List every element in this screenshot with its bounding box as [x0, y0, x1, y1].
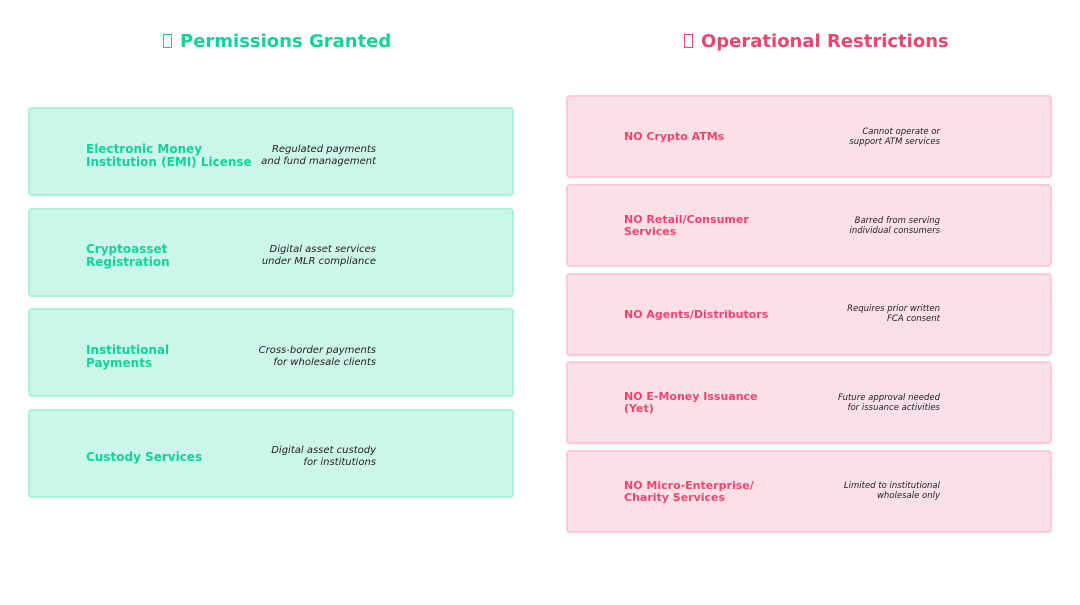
restriction-title: NO Crypto ATMs [624, 130, 725, 143]
restriction-card-retail-consumer: NO Retail/Consumer Services Barred from … [566, 184, 1052, 267]
permission-description: Digital asset services under MLR complia… [261, 244, 376, 267]
restriction-title: NO Agents/Distributors [624, 308, 769, 321]
restriction-card-agents-distributors: NO Agents/Distributors Requires prior wr… [566, 273, 1052, 356]
permission-title: Custody Services [86, 450, 203, 464]
permission-card-emi-license: Electronic Money Institution (EMI) Licen… [28, 107, 514, 196]
permission-card-cryptoasset-registration: Cryptoasset Registration Digital asset s… [28, 208, 514, 297]
permission-title: Electronic Money Institution (EMI) Licen… [86, 142, 252, 169]
heading-text: Permissions Granted [180, 31, 392, 52]
restriction-description: Limited to institutional wholesale only [843, 481, 940, 501]
missing-glyph-icon [163, 34, 172, 48]
restriction-card-crypto-atms: NO Crypto ATMs Cannot operate or support… [566, 95, 1052, 178]
restriction-description: Future approval needed for issuance acti… [838, 393, 940, 413]
restriction-description: Requires prior written FCA consent [847, 304, 940, 324]
restriction-description: Barred from serving individual consumers [849, 216, 940, 236]
permissions-granted-heading: Permissions Granted [163, 31, 391, 52]
restriction-card-micro-enterprise-charity: NO Micro-Enterprise/ Charity Services Li… [566, 450, 1052, 533]
missing-glyph-icon [684, 34, 693, 48]
permission-card-institutional-payments: Institutional Payments Cross-border paym… [28, 308, 514, 397]
restriction-description: Cannot operate or support ATM services [849, 127, 940, 147]
restriction-title: NO E-Money Issuance (Yet) [624, 390, 758, 415]
operational-restrictions-heading: Operational Restrictions [684, 31, 949, 52]
permission-title: Institutional Payments [86, 343, 170, 370]
restriction-title: NO Retail/Consumer Services [624, 213, 749, 238]
permission-card-custody-services: Custody Services Digital asset custody f… [28, 409, 514, 498]
permission-description: Regulated payments and fund management [261, 144, 376, 167]
permission-title: Cryptoasset Registration [86, 242, 170, 269]
restriction-title: NO Micro-Enterprise/ Charity Services [624, 479, 754, 504]
permission-description: Digital asset custody for institutions [271, 445, 376, 468]
heading-text: Operational Restrictions [701, 31, 949, 52]
permission-description: Cross-border payments for wholesale clie… [258, 345, 376, 368]
restriction-card-emoney-issuance: NO E-Money Issuance (Yet) Future approva… [566, 361, 1052, 444]
